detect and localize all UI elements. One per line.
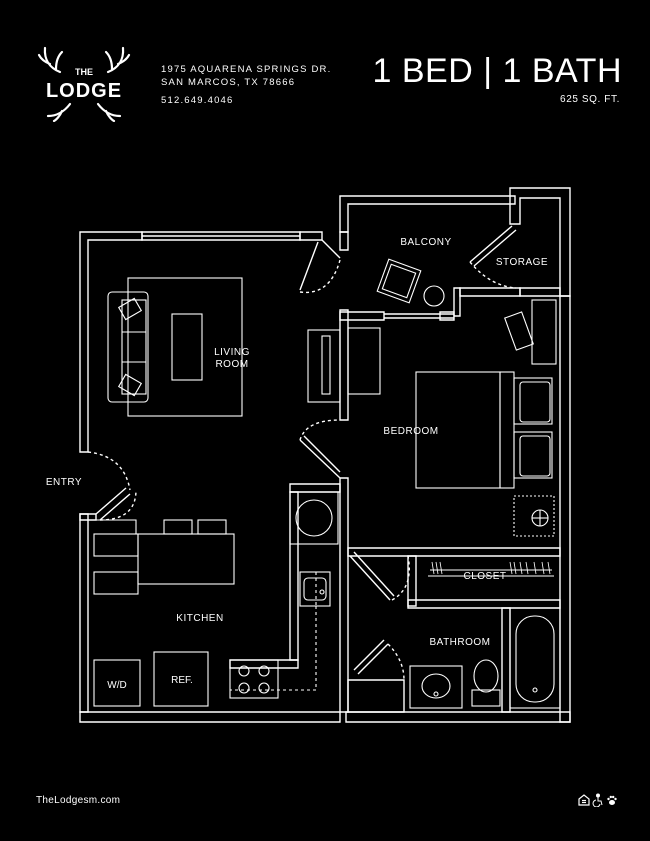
bottom-wall xyxy=(79,711,341,723)
room-label-entry: ENTRY xyxy=(46,477,82,488)
lodge-logo: THE LODGE xyxy=(37,46,131,122)
kitchen-island xyxy=(137,533,235,585)
coffee-table xyxy=(171,313,203,381)
room-label-living: LIVING xyxy=(214,347,250,358)
bathtub xyxy=(509,607,561,709)
outer-wall xyxy=(79,231,143,453)
balcony-table xyxy=(423,285,445,307)
washer-dryer xyxy=(93,659,141,707)
property-address: 1975 AQUARENA SPRINGS DR. SAN MARCOS, TX… xyxy=(161,63,331,89)
stove xyxy=(229,659,279,699)
address-line-1: 1975 AQUARENA SPRINGS DR. xyxy=(161,64,332,75)
bar-stool xyxy=(197,519,227,535)
balcony-chair xyxy=(376,258,422,304)
right-wall xyxy=(559,295,571,723)
room-label-room: ROOM xyxy=(215,359,248,370)
refrigerator xyxy=(153,651,209,707)
toilet-bowl xyxy=(473,659,499,693)
unit-square-footage: 625 SQ. FT. xyxy=(560,94,620,105)
room-label-balcony: BALCONY xyxy=(400,237,451,248)
balcony-top-wall xyxy=(339,195,516,233)
room-label-closet: CLOSET xyxy=(463,571,506,582)
phone-number[interactable]: 512.649.4046 xyxy=(161,95,234,106)
toilet-tank xyxy=(471,689,501,707)
pet-friendly-icon xyxy=(607,795,617,805)
tv-console xyxy=(307,329,341,403)
equal-housing-icon xyxy=(578,794,590,806)
storage-wall xyxy=(509,187,571,297)
website-link[interactable]: TheLodgesm.com xyxy=(36,795,121,806)
logo-lodge-text: LODGE xyxy=(46,80,122,102)
bathroom-vanity xyxy=(409,665,463,709)
logo-the-text: THE xyxy=(75,67,93,77)
entry-wall-lower xyxy=(79,513,89,713)
living-rug xyxy=(127,277,243,417)
washer-dryer-label: W/D xyxy=(107,680,126,691)
bottom-wall-right xyxy=(345,711,571,723)
room-label-bedroom: BEDROOM xyxy=(383,426,438,437)
unit-title: 1 BED | 1 BATH xyxy=(372,52,622,90)
desk xyxy=(531,299,557,365)
sofa xyxy=(107,291,149,403)
room-label-storage: STORAGE xyxy=(496,257,548,268)
room-label-bathroom: BATHROOM xyxy=(429,637,490,648)
address-line-2: SAN MARCOS, TX 78666 xyxy=(161,77,296,88)
washer-machine xyxy=(289,491,339,545)
kitchen-sink xyxy=(299,571,331,607)
nightstand xyxy=(513,495,555,537)
bar-stool xyxy=(163,519,193,535)
footer-icons xyxy=(578,793,617,807)
accessibility-icon xyxy=(592,793,603,807)
refrigerator-label: REF. xyxy=(171,675,193,686)
room-label-kitchen: KITCHEN xyxy=(176,613,223,624)
armchair xyxy=(347,327,381,395)
